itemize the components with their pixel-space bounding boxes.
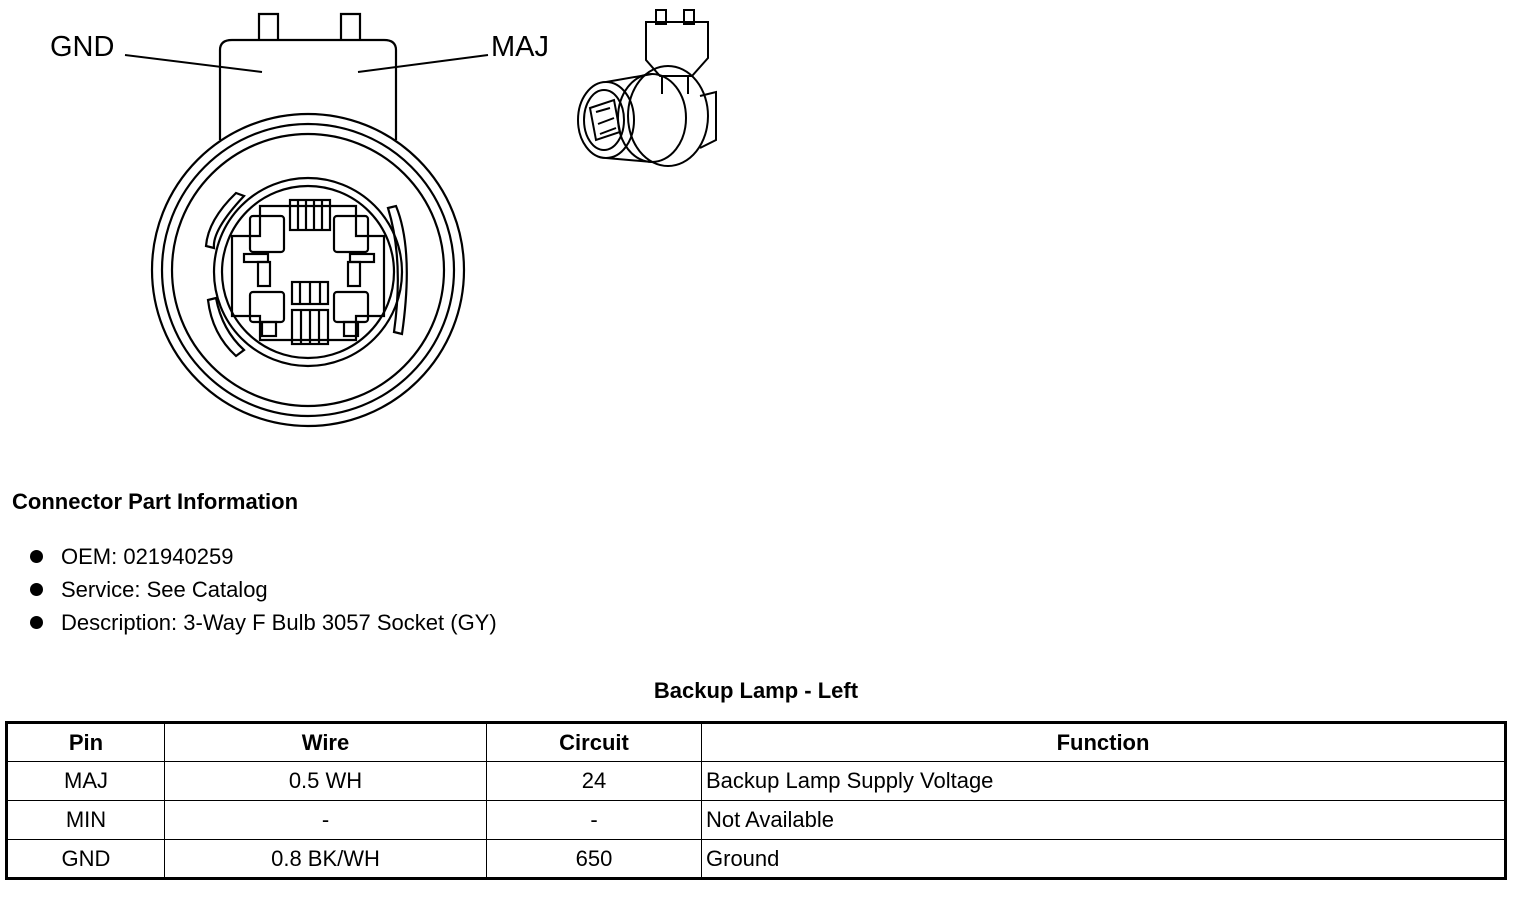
list-item: OEM: 021940259	[28, 540, 497, 573]
cell-circuit: 24	[486, 761, 702, 801]
connector-info-heading: Connector Part Information	[12, 489, 299, 514]
cell-function: Not Available	[701, 800, 1506, 840]
connector-diagram	[124, 9, 717, 428]
info-oem: OEM: 021940259	[61, 544, 234, 569]
cell-pin: MIN	[6, 800, 165, 840]
table-row: GND 0.8 BK/WH 650 Ground	[6, 839, 1506, 879]
cell-function: Ground	[701, 839, 1506, 879]
cell-wire: -	[164, 800, 487, 840]
header-circuit: Circuit	[486, 722, 702, 762]
cell-function: Backup Lamp Supply Voltage	[701, 761, 1506, 801]
table-row: MAJ 0.5 WH 24 Backup Lamp Supply Voltage	[6, 761, 1506, 801]
callout-gnd-label: GND	[50, 31, 115, 63]
connector-info-list: OEM: 021940259 Service: See Catalog Desc…	[28, 540, 497, 639]
bullet-icon	[30, 550, 43, 563]
pin-table: Pin Wire Circuit Function MAJ 0.5 WH 24 …	[5, 721, 1507, 880]
cell-pin: MAJ	[6, 761, 165, 801]
info-description: Description: 3-Way F Bulb 3057 Socket (G…	[61, 610, 497, 635]
header-function: Function	[701, 722, 1506, 762]
callout-maj-label: MAJ	[491, 31, 549, 63]
list-item: Service: See Catalog	[28, 573, 497, 606]
list-item: Description: 3-Way F Bulb 3057 Socket (G…	[28, 606, 497, 639]
bullet-icon	[30, 616, 43, 629]
table-header-row: Pin Wire Circuit Function	[6, 722, 1506, 762]
cell-circuit: 650	[486, 839, 702, 879]
cell-wire: 0.5 WH	[164, 761, 487, 801]
cell-circuit: -	[486, 800, 702, 840]
cell-pin: GND	[6, 839, 165, 879]
table-title: Backup Lamp - Left	[653, 678, 859, 703]
header-wire: Wire	[164, 722, 487, 762]
bullet-icon	[30, 583, 43, 596]
header-pin: Pin	[6, 722, 165, 762]
cell-wire: 0.8 BK/WH	[164, 839, 487, 879]
callout-leaders	[124, 54, 489, 73]
bulb-socket-isometric-view	[577, 9, 717, 167]
info-service: Service: See Catalog	[61, 577, 268, 602]
bulb-socket-face-view	[150, 12, 466, 428]
table-row: MIN - - Not Available	[6, 800, 1506, 840]
